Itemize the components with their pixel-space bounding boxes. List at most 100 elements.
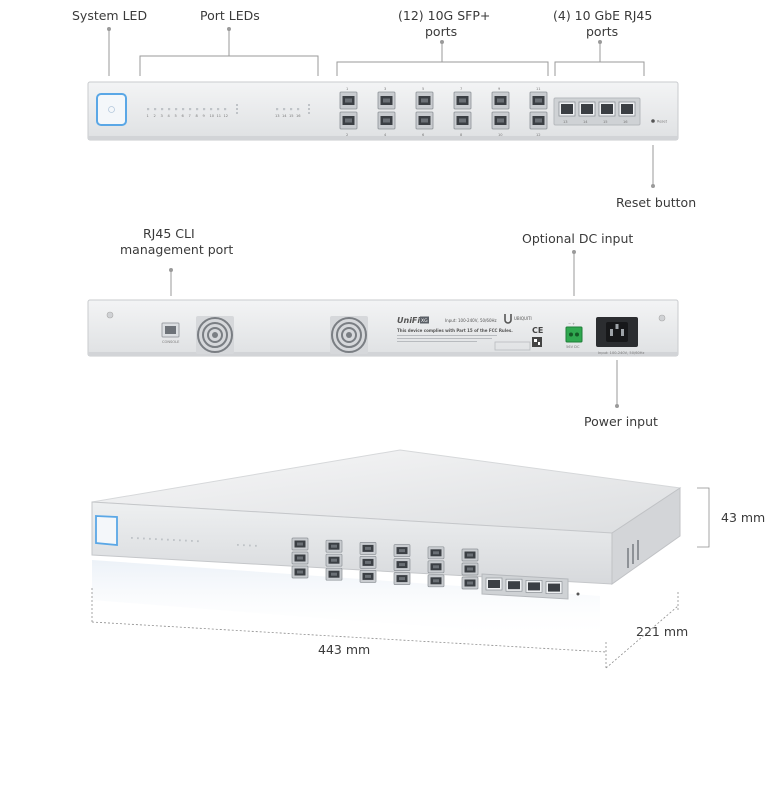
label-cli-port-line1: RJ45 CLI	[143, 226, 195, 241]
sfp-port	[393, 558, 411, 571]
sfp-port	[359, 556, 377, 569]
port-led	[154, 108, 157, 111]
compliance-text: This device complies with Part 15 of the…	[397, 328, 513, 333]
port-led	[191, 540, 193, 542]
port-led-number: 11	[217, 114, 222, 118]
callout-lines-front	[107, 27, 655, 188]
led-legend-dot	[236, 112, 238, 114]
port-led-number: 12	[224, 114, 229, 118]
sfp-port	[359, 542, 377, 555]
label-rj45-ports-line2: ports	[586, 24, 619, 39]
sfp-port	[427, 546, 445, 560]
port-led-number: 13	[275, 114, 280, 118]
fan-grille-right	[330, 316, 368, 354]
port-led	[255, 544, 257, 547]
sfp-port	[393, 544, 411, 557]
callout-lines-rear	[169, 250, 619, 408]
ubiquiti-logo-icon	[504, 314, 512, 324]
label-height-dimension: 43 mm	[721, 510, 766, 525]
reset-text: Reset	[657, 120, 668, 124]
sfp-port-number: 6	[422, 133, 425, 137]
sfp-port-number: 12	[536, 133, 541, 137]
port-led-number: 6	[182, 114, 185, 118]
sfp-port-number: 4	[384, 133, 387, 137]
port-led-number: 4	[168, 114, 171, 118]
brand-logo: UniFi	[397, 316, 420, 325]
port-led-number: 7	[189, 114, 191, 118]
sfp-port-number: 7	[460, 87, 462, 91]
port-led-number: 8	[196, 114, 199, 118]
port-led	[182, 108, 185, 111]
rj45-port-number: 14	[583, 120, 588, 124]
port-led-number: 2	[154, 114, 156, 118]
port-led-number: 3	[161, 114, 163, 118]
port-led-number: 10	[210, 114, 215, 118]
ubiquiti-text: UBIQUITI	[514, 316, 532, 321]
port-led	[161, 108, 164, 111]
port-led	[179, 539, 181, 542]
port-led	[189, 108, 192, 111]
dimension-lines	[91, 487, 710, 670]
label-port-leds: Port LEDs	[200, 8, 260, 23]
system-led-perspective	[95, 515, 118, 546]
sfp-port	[529, 111, 548, 130]
rj45-port	[558, 101, 576, 117]
led-legend-dot	[236, 104, 238, 106]
port-led	[217, 108, 220, 111]
sfp-port	[377, 91, 396, 110]
rj45-port-number: 15	[603, 120, 608, 124]
sfp-port-number: 11	[536, 87, 541, 91]
ac-rating-label: Input: 100-240V, 50/60Hz	[598, 351, 644, 355]
sfp-port-number: 9	[498, 87, 501, 91]
port-led-number: 9	[203, 114, 206, 118]
console-text: CONSOLE	[162, 340, 180, 344]
sfp-port-number: 3	[384, 87, 386, 91]
rj45-port-number: 13	[563, 120, 568, 124]
dc-polarity: − +	[568, 322, 575, 326]
sfp-ports-perspective	[291, 537, 479, 590]
rj45-port	[525, 580, 543, 593]
port-led-number: 5	[175, 114, 177, 118]
port-led	[243, 544, 245, 547]
port-led	[237, 544, 239, 546]
label-sfp-ports-line2: ports	[425, 24, 458, 39]
port-led	[161, 538, 163, 541]
sfp-port	[491, 111, 510, 130]
port-led	[196, 108, 199, 111]
sfp-port	[325, 553, 343, 567]
sfp-port	[427, 574, 445, 588]
label-system-led: System LED	[72, 8, 148, 23]
port-led	[167, 538, 169, 541]
port-led-number: 15	[289, 114, 294, 118]
port-led-number: 14	[282, 114, 287, 118]
port-led	[149, 537, 151, 540]
sfp-port	[291, 565, 309, 579]
port-led	[137, 537, 139, 540]
fan-grille-left	[196, 316, 234, 354]
sfp-port	[427, 560, 445, 574]
label-width-dimension: 443 mm	[314, 642, 375, 658]
port-led	[175, 108, 178, 111]
port-led	[290, 108, 293, 111]
led-legend-dot	[308, 108, 310, 110]
label-dc-input: Optional DC input	[522, 231, 634, 246]
sfp-port-number: 10	[498, 133, 503, 137]
port-led	[147, 108, 150, 111]
sfp-port	[291, 537, 309, 551]
port-led	[168, 108, 171, 111]
port-led	[249, 544, 251, 547]
port-led	[297, 108, 300, 111]
port-led	[283, 108, 286, 111]
system-led	[96, 93, 127, 126]
sfp-port	[339, 111, 358, 130]
rear-panel: CONSOLE UniFi XG Input: 100-240V, 50/60H…	[87, 299, 679, 357]
sfp-port-number: 5	[422, 87, 424, 91]
reset-button	[651, 119, 655, 123]
port-leds-perspective	[131, 537, 257, 547]
sfp-port	[393, 572, 411, 585]
